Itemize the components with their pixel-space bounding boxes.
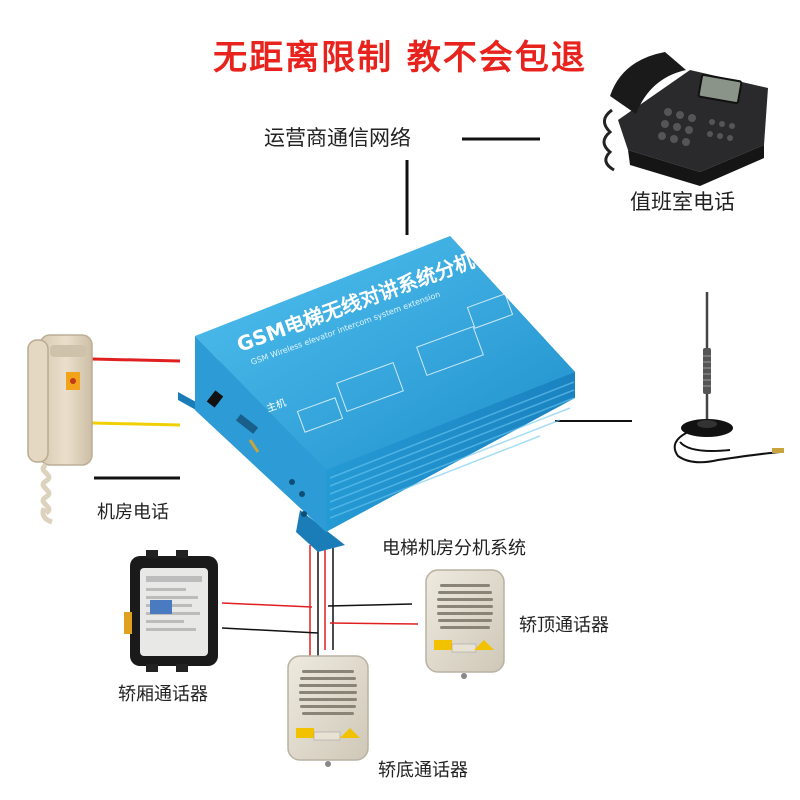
- car-red-wire: [221, 602, 313, 608]
- antenna-image: [673, 292, 784, 464]
- car-top-speaker-image: [425, 569, 505, 679]
- yellow-wire: [91, 421, 181, 427]
- duty-phone-image: [602, 52, 768, 186]
- top-red-wire: [329, 622, 419, 625]
- gsm-extension-device: GSM电梯无线对讲系统分机 GSM Wireless elevator inte…: [178, 236, 575, 552]
- car-bottom-intercom-label: 轿底通话器: [378, 760, 468, 781]
- headline: 无距离限制 教不会包退: [213, 38, 587, 78]
- car-intercom-label: 轿厢通话器: [118, 684, 208, 705]
- car-intercom-image: [124, 550, 218, 672]
- car-bottom-speaker-image: [287, 655, 369, 767]
- machine-room-phone-label: 机房电话: [97, 502, 169, 523]
- operator-network-label: 运营商通信网络: [264, 126, 411, 150]
- car-black-wire: [221, 627, 319, 634]
- wires: [91, 137, 632, 668]
- car-top-intercom-label: 轿顶通话器: [519, 615, 609, 636]
- duty-phone-label: 值班室电话: [630, 190, 735, 214]
- top-black-wire: [327, 603, 413, 607]
- red-wire: [91, 357, 181, 363]
- machine-room-system-label: 电梯机房分机系统: [382, 538, 526, 559]
- machine-room-phone-image: [27, 334, 93, 525]
